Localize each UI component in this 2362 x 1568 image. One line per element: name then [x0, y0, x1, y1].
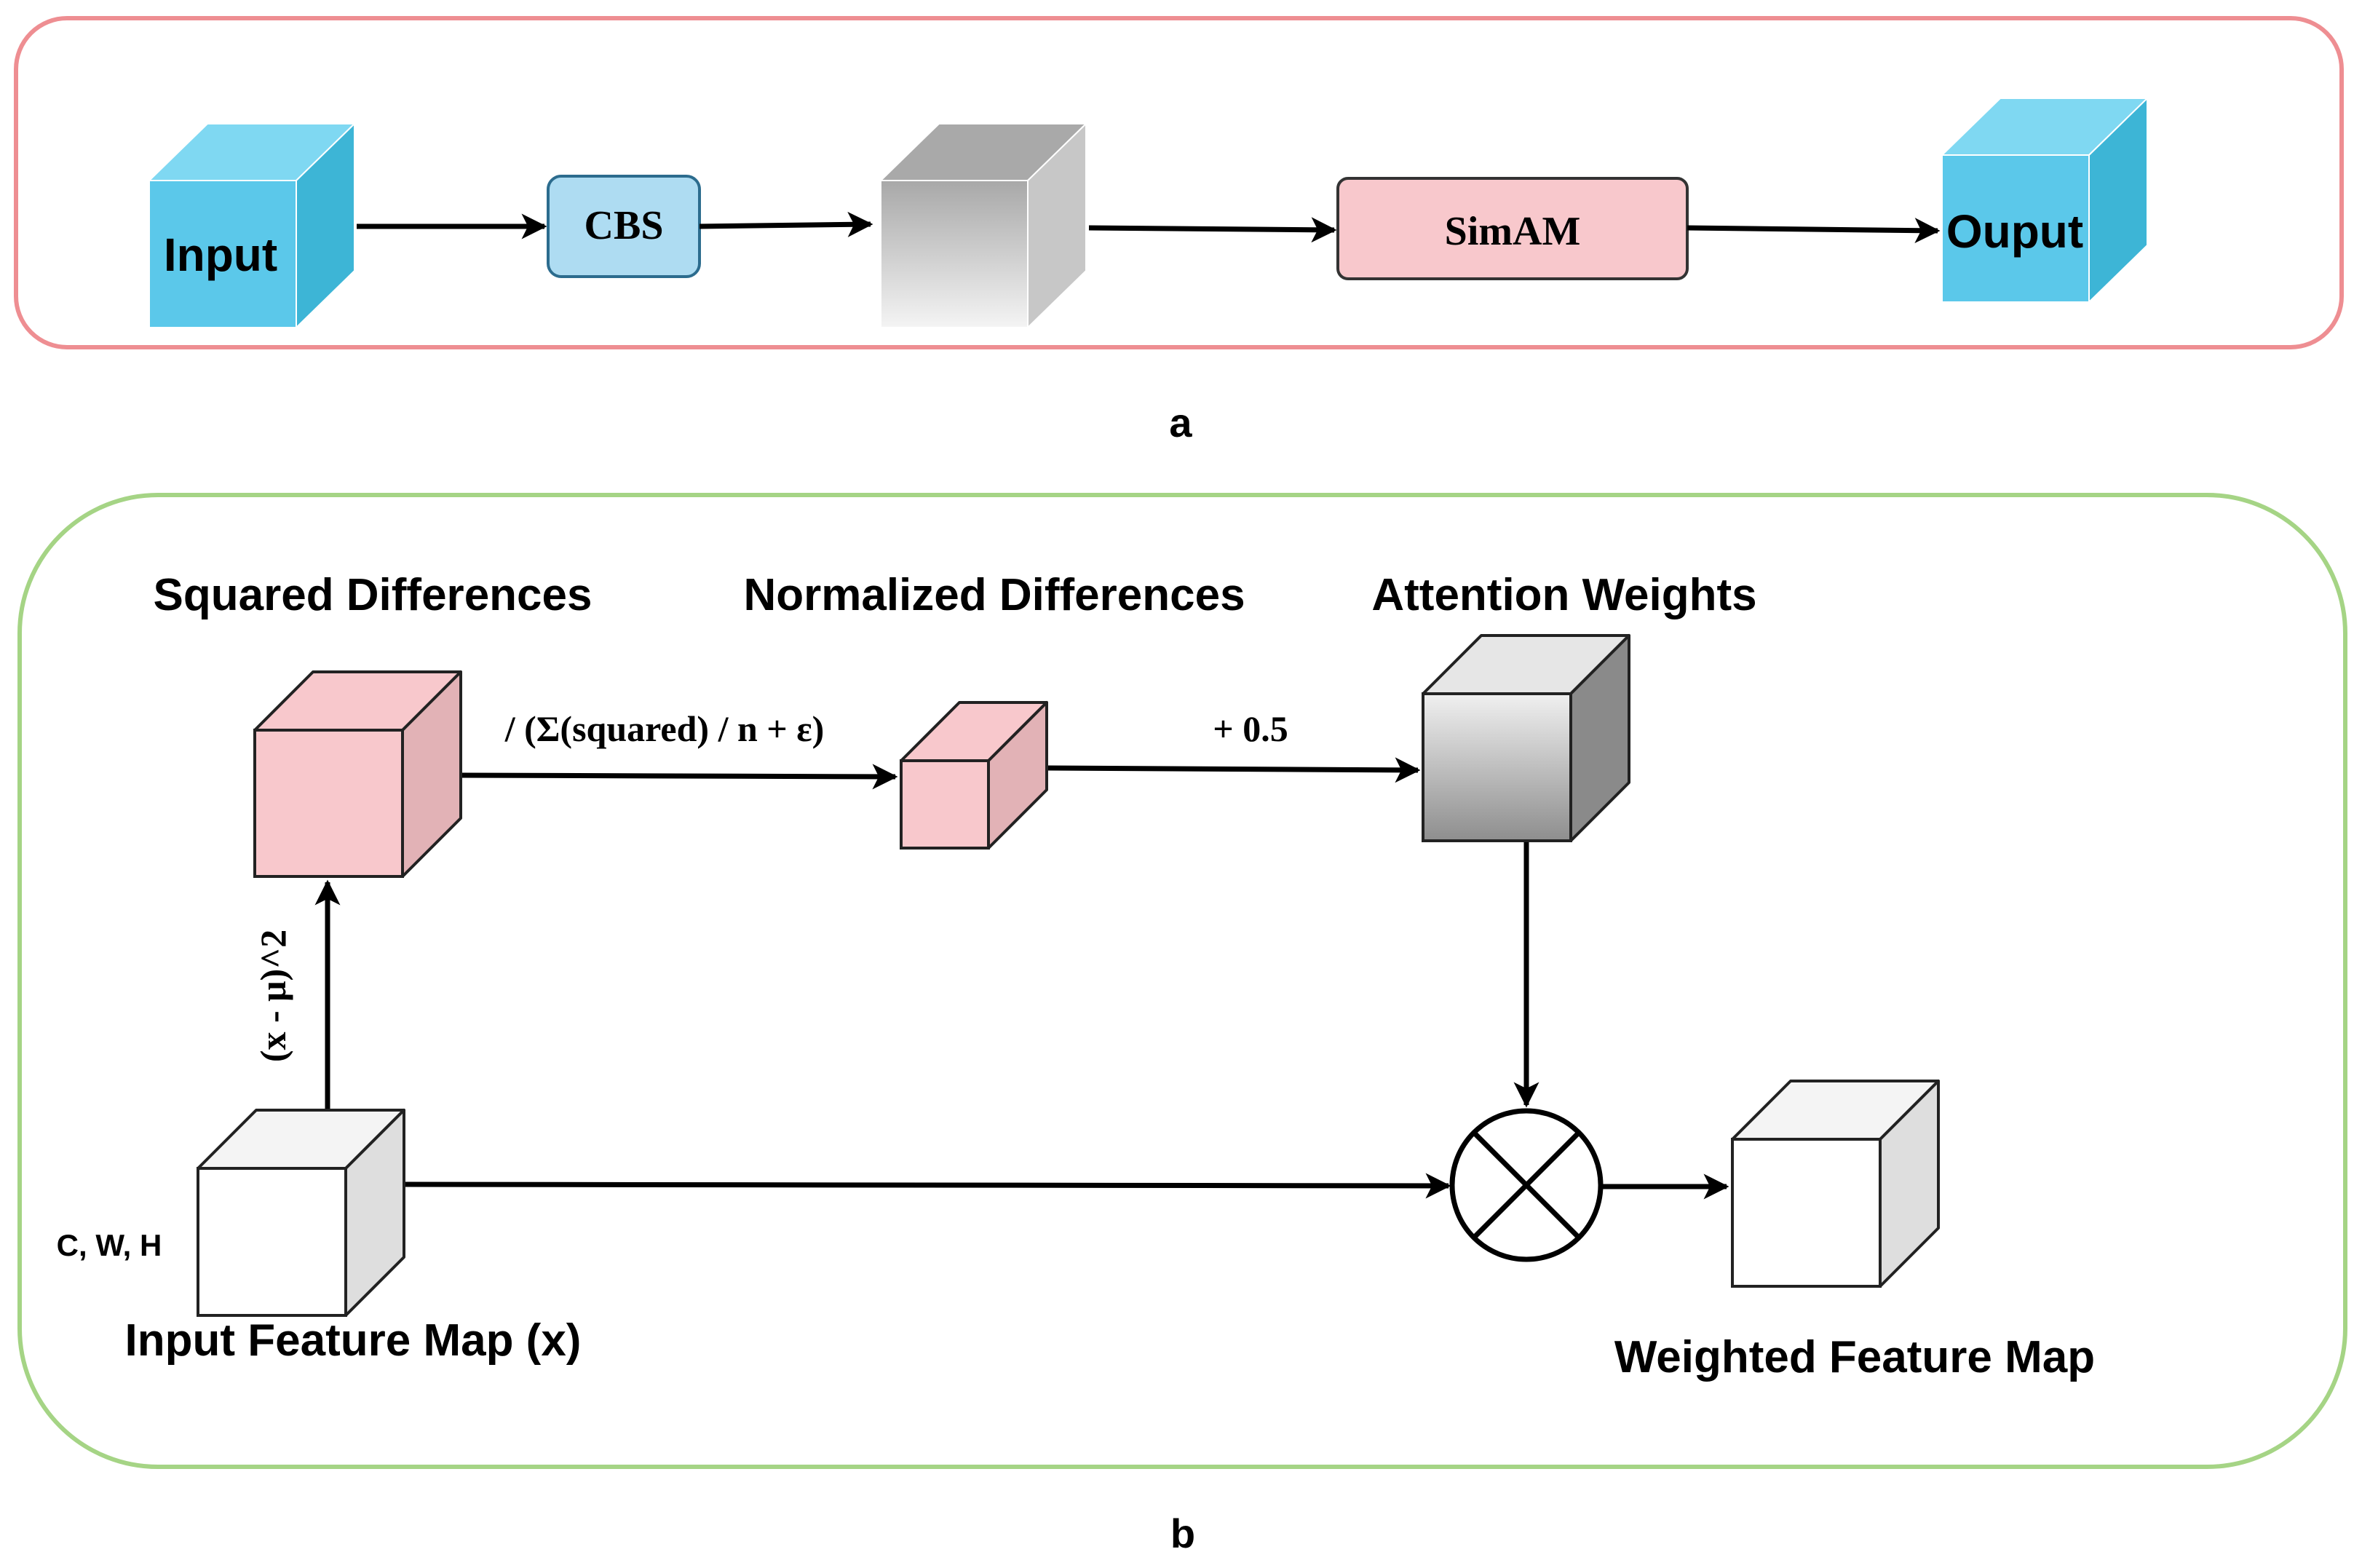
normalized-differences-title: Normalized Differences	[743, 570, 1245, 620]
arrow-normalized-to-attention	[1047, 757, 1421, 783]
input-cube	[147, 122, 357, 330]
normalized-differences-cube	[900, 701, 1048, 850]
squared-differences-title: Squared Differences	[154, 570, 593, 620]
arrow-squared-to-normalized	[461, 764, 898, 790]
gray-cube	[879, 122, 1088, 330]
output-cube	[1940, 96, 2149, 304]
plus-label: + 0.5	[1213, 708, 1288, 749]
input-feature-map-label: Input Feature Map (x)	[125, 1315, 582, 1366]
panel-a-border	[14, 16, 2344, 349]
arrow-cbs-to-gray	[699, 211, 873, 237]
simam-label: SimAM	[1445, 209, 1581, 254]
panel-a-caption: a	[1169, 400, 1192, 446]
output-label: Ouput	[1946, 205, 2083, 258]
weighted-feature-map-cube	[1731, 1080, 1940, 1288]
input-feature-map-cube	[197, 1109, 405, 1317]
squared-differences-cube	[253, 670, 462, 878]
attention-weights-title: Attention Weights	[1371, 570, 1756, 620]
arrow-gray-to-simam	[1088, 217, 1337, 243]
arrow-input-to-multiply	[405, 1173, 1451, 1199]
squared-formula: (x - μ)^2	[253, 930, 293, 1062]
panel-b-border	[17, 493, 2347, 1469]
cbs-label: CBS	[584, 203, 664, 248]
arrow-simam-to-output	[1687, 218, 1941, 244]
weighted-feature-map-label: Weighted Feature Map	[1614, 1332, 2095, 1382]
dims-label: C, W, H	[57, 1228, 162, 1262]
input-label: Input	[164, 229, 277, 281]
multiply-icon	[1449, 1108, 1604, 1262]
attention-weights-cube	[1422, 634, 1630, 842]
panel-b-caption: b	[1170, 1510, 1195, 1556]
normalize-formula: / (Σ(squared) / n + ε)	[504, 708, 825, 749]
